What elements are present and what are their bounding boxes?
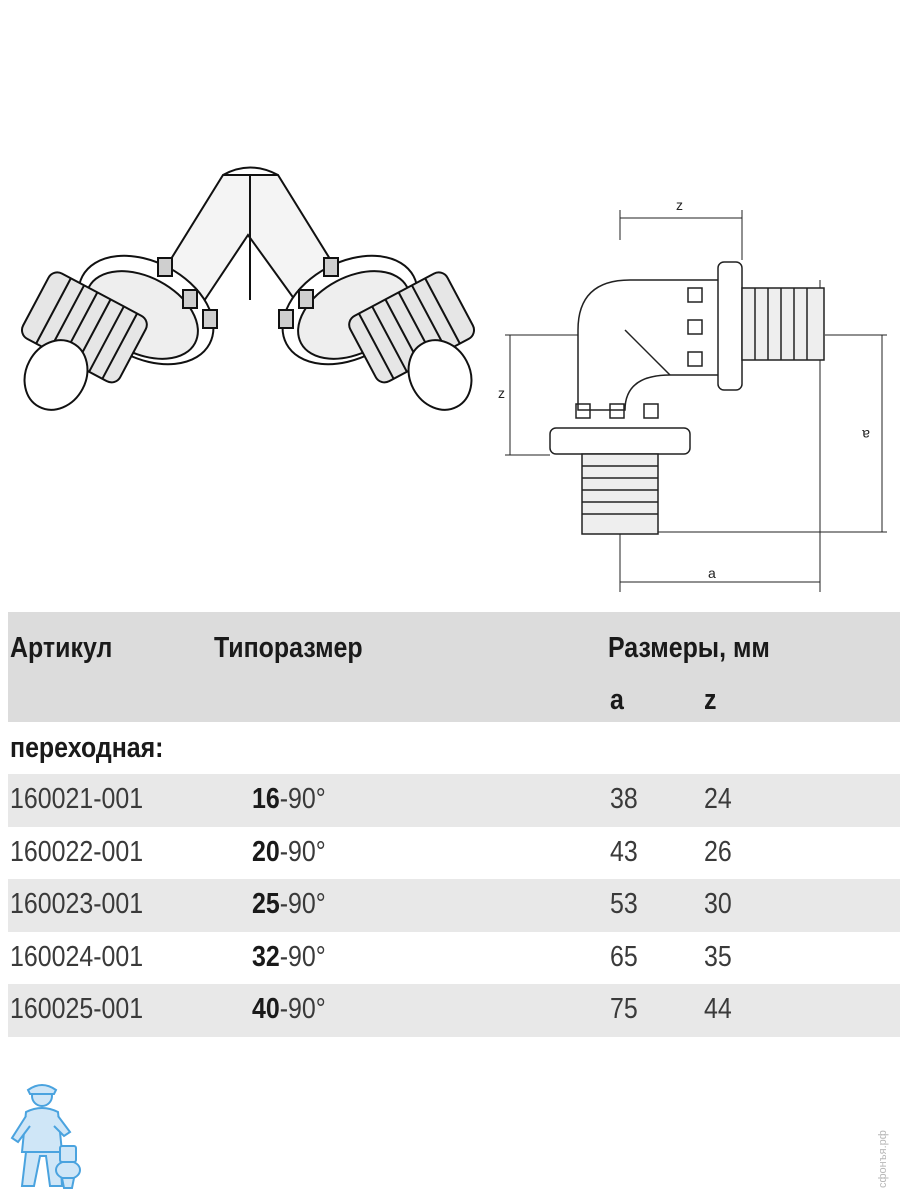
table-row: 160024-001 32-90° 65 35 — [8, 932, 900, 985]
cell-article: 160021-001 — [10, 783, 144, 815]
cell-article: 160023-001 — [10, 888, 144, 920]
dimension-z-top: z — [676, 197, 683, 213]
cell-size: 32-90° — [252, 940, 326, 973]
cell-size: 40-90° — [252, 993, 326, 1025]
cell-a: 43 — [610, 835, 638, 868]
elbow-fitting-3d-illustration — [20, 166, 476, 411]
header-a: a — [610, 684, 624, 716]
dimension-a-right: a — [862, 427, 870, 443]
table-header: Артикул Типоразмер Размеры, мм a z — [8, 612, 900, 722]
cell-size: 20-90° — [252, 835, 326, 868]
cell-article: 160024-001 — [10, 940, 144, 973]
cell-a: 65 — [610, 940, 638, 973]
header-size: Типоразмер — [214, 632, 363, 664]
cell-z: 24 — [704, 783, 732, 815]
cell-article: 160025-001 — [10, 993, 144, 1025]
dimension-z-left: z — [498, 385, 505, 401]
cell-a: 53 — [610, 888, 638, 920]
cell-z: 44 — [704, 993, 732, 1025]
cell-a: 75 — [610, 993, 638, 1025]
table-row: 160025-001 40-90° 75 44 — [8, 984, 900, 1037]
header-dimensions: Размеры, мм — [608, 632, 770, 664]
cell-z: 30 — [704, 888, 732, 920]
cell-article: 160022-001 — [10, 835, 144, 868]
cell-size: 16-90° — [252, 783, 326, 815]
watermark-text: сфонъя.рф — [877, 1130, 889, 1188]
table-row: 160023-001 25-90° 53 30 — [8, 879, 900, 932]
group-label: переходная: — [10, 732, 164, 764]
elbow-technical-drawing: z z a a — [498, 197, 887, 592]
cell-size: 25-90° — [252, 888, 326, 920]
dimension-a-bottom: a — [708, 565, 716, 581]
cell-z: 35 — [704, 940, 732, 973]
plumber-mascot-logo — [10, 1084, 81, 1189]
spec-table: Артикул Типоразмер Размеры, мм a z перех… — [8, 612, 900, 1037]
group-label-row: переходная: — [8, 722, 900, 774]
header-z: z — [704, 684, 717, 716]
site-watermark: сфонъя.рф — [877, 1130, 889, 1188]
cell-z: 26 — [704, 835, 732, 868]
header-article: Артикул — [10, 632, 113, 664]
table-row: 160022-001 20-90° 43 26 — [8, 827, 900, 880]
table-row: 160021-001 16-90° 38 24 — [8, 774, 900, 827]
cell-a: 38 — [610, 783, 638, 815]
